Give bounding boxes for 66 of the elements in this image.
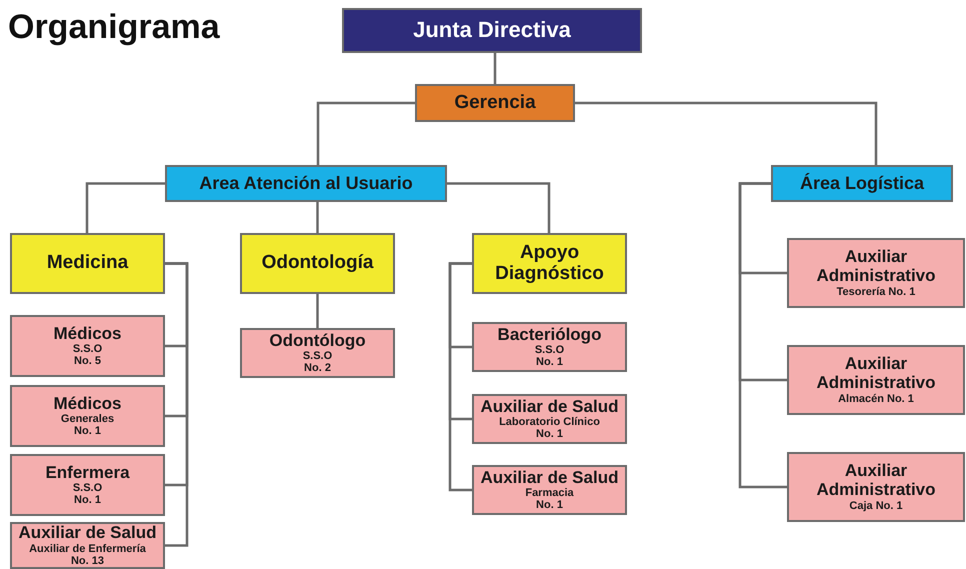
position-box [240,328,395,378]
position-detail: No. 1 [536,499,563,512]
connector-line [738,182,787,488]
position-box [787,452,965,522]
chart-title: Organigrama [8,8,220,47]
board-box [342,8,642,53]
position-title: Médicos [53,324,122,344]
connector-line [575,102,878,165]
position-title: Auxiliar Administrativo [815,355,937,393]
department-box [240,233,395,294]
position-box [472,322,627,372]
connector-line [448,262,472,492]
connector-line [316,202,319,233]
connector-line [494,53,496,84]
position-title: Auxiliar de Salud [480,468,618,488]
department-box [472,233,627,294]
position-title: Auxiliar Administrativo [815,248,937,286]
area-box [165,165,447,202]
position-detail: Caja No. 1 [849,500,903,512]
position-detail: Tesorería No. 1 [836,286,916,298]
position-box [472,465,627,515]
area-box [771,165,953,202]
position-detail: S.S.O [72,343,102,356]
position-detail: No. 2 [304,362,331,374]
position-title: Área Logística [800,174,924,194]
position-detail: Auxiliar de Enfermería [29,542,146,555]
position-detail: S.S.O [302,350,332,362]
department-box [10,233,165,294]
position-box [787,345,965,415]
position-box [472,394,627,444]
connector-line [447,182,550,233]
position-title: Auxiliar de Salud [18,524,156,543]
position-detail: S.S.O [534,344,564,356]
position-title: Auxiliar de Salud [480,398,618,416]
connector-line [86,182,165,233]
position-title: Odontología [262,253,374,274]
position-title: Auxiliar Administrativo [815,462,937,500]
management-box [415,84,575,122]
connector-line [165,262,188,547]
position-title: Bacteriólogo [498,326,602,344]
position-title: Apoyo Diagnóstico [494,242,605,284]
position-title: Gerencia [454,92,536,114]
position-title: Médicos [53,394,122,414]
position-detail: Generales [60,413,114,426]
position-box [10,522,165,569]
position-box [10,315,165,377]
position-detail: No. 1 [74,494,101,506]
position-box [10,454,165,516]
position-detail: No. 13 [70,554,104,567]
connector-line [316,102,415,165]
position-detail: No. 1 [536,356,563,368]
position-box [10,385,165,447]
connector-line [316,294,319,328]
position-title: Area Atención al Usuario [199,174,413,194]
position-box [787,238,965,308]
position-detail: Farmacia [525,487,574,500]
position-detail: Laboratorio Clínico [499,416,600,428]
position-detail: No. 1 [74,425,101,438]
position-detail: No. 1 [536,428,563,440]
position-title: Enfermera [45,464,130,482]
position-detail: No. 5 [74,355,101,368]
position-title: Junta Directiva [413,18,571,43]
position-title: Medicina [46,253,128,274]
position-detail: S.S.O [72,482,102,494]
position-detail: Almacén No. 1 [838,392,914,405]
position-title: Odontólogo [269,332,366,350]
